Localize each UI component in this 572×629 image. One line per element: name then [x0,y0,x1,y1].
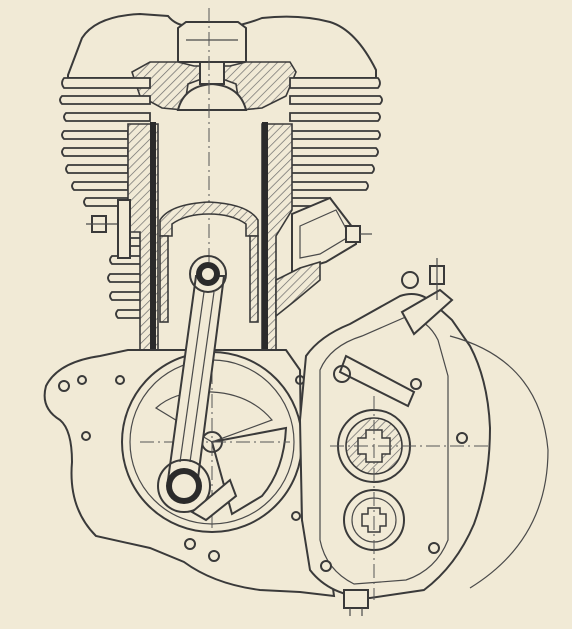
housing-bolt-4 [456,432,468,444]
piston-skirt-left [159,235,169,323]
cylinder-head [67,12,377,111]
connecting-rod [157,255,238,522]
spark-plug-boss [177,21,247,63]
big-end-cap [190,478,238,522]
housing-bolt-5 [428,542,440,554]
piston-crown [159,201,259,237]
small-end [189,255,227,293]
housing-bolt-6 [320,560,332,572]
drain-plug [343,589,369,609]
mount-hole-4 [81,431,91,441]
liner-left [150,122,156,354]
housing-bolt-2 [401,271,419,289]
liner-right [262,122,268,354]
mount-hole-2 [77,375,87,385]
head-stud [86,199,131,259]
gearbox-housing [298,258,549,616]
mount-hole-7 [291,511,301,521]
piston [159,201,259,323]
piston-skirt-right [249,235,259,323]
spark-plug-hole [199,61,225,85]
housing-bolt-1 [333,365,351,383]
inlet-nut [345,225,361,243]
mount-hole-3 [115,375,125,385]
mount-hole-6 [208,550,220,562]
mount-hole-1 [58,380,70,392]
tappet-arm [400,288,454,336]
mount-hole-5 [184,538,196,550]
inlet-port [275,196,372,318]
big-end [157,459,211,513]
housing-bolt-3 [410,378,422,390]
